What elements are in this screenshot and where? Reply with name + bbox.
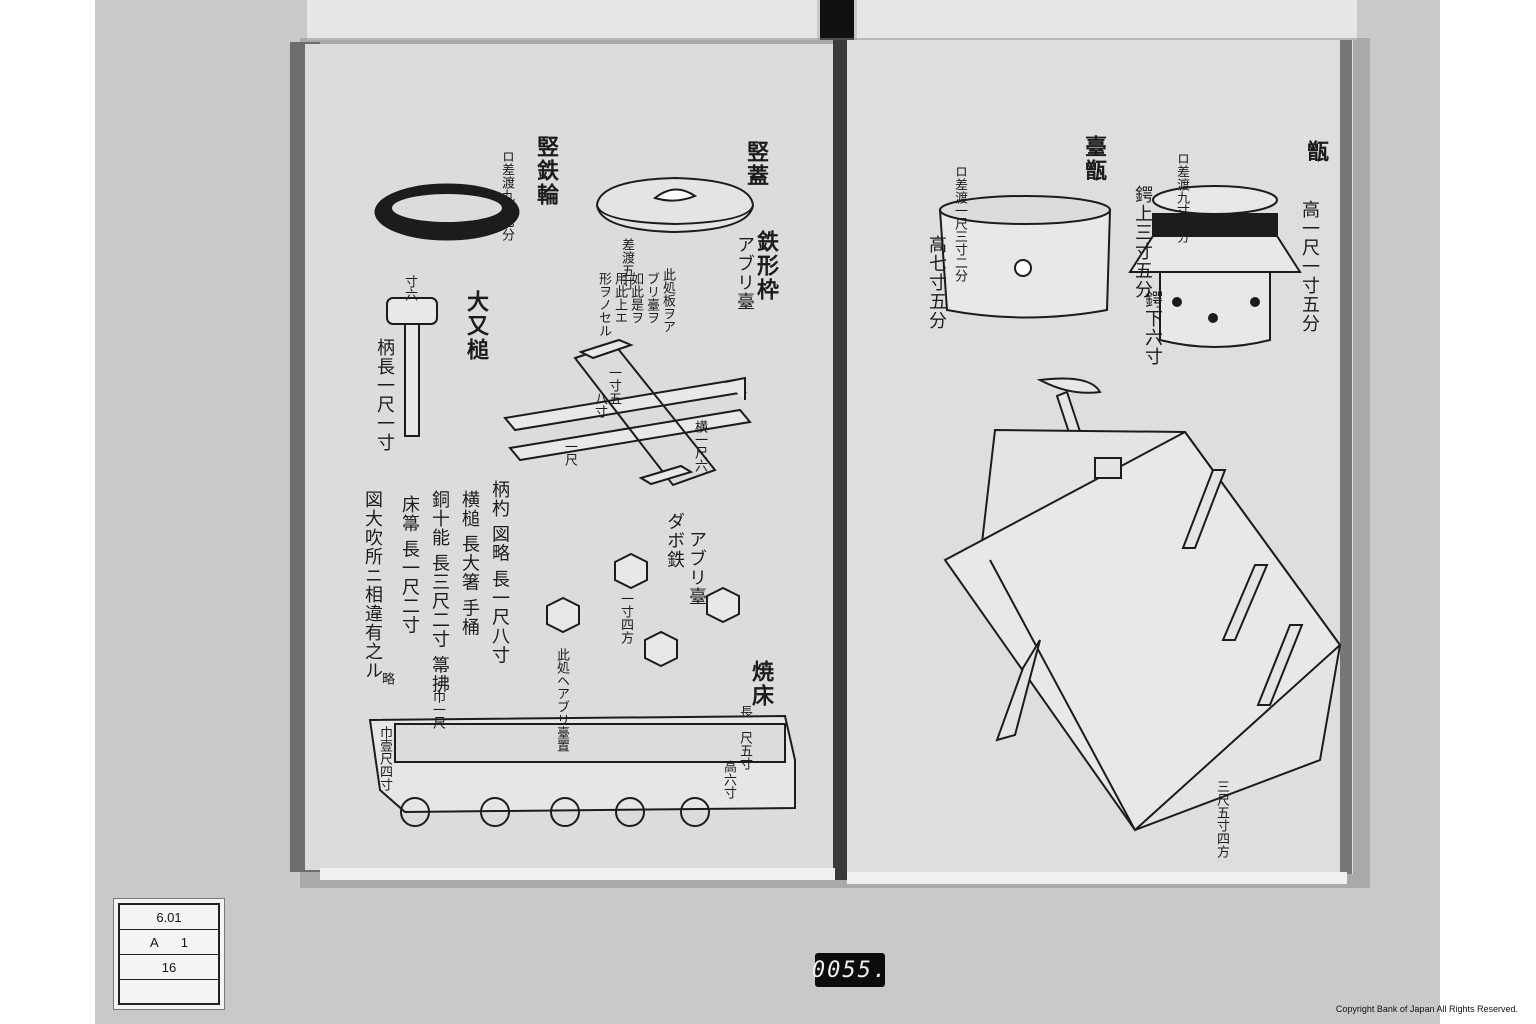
furnace-drawing [943, 377, 1342, 832]
tray-width-dim: 巾一尺 [430, 690, 445, 729]
lid-title: 竪蓋 [743, 140, 769, 188]
frame-note-1: 此処板ヲア [660, 268, 675, 333]
ddabo-cubes-drawing [546, 552, 740, 668]
lid-dimension: 差渡五寸 [619, 238, 634, 290]
crucible-dimension: ロ差渡九寸二分 [1174, 152, 1189, 243]
iron-frame-drawing [503, 338, 752, 487]
cubes-subtitle: ダボ鉄 [664, 512, 685, 569]
copyright-notice: Copyright Bank of Japan All Rights Reser… [1335, 1004, 1518, 1014]
stand-pot-drawing [938, 195, 1112, 319]
ring-dimension: ロ差渡九寸七分 [499, 150, 514, 241]
book-scan [290, 0, 1370, 888]
frame-title: 鉄形枠 [753, 230, 779, 302]
crucible-height: 高一尺一寸五分 [1299, 200, 1320, 333]
mallet-drawing [386, 297, 438, 437]
frame-note-4: 用此上エ [612, 272, 627, 324]
pot-height: 高七寸五分 [926, 235, 947, 330]
catalog-row-1: 6.01 [120, 905, 218, 930]
mallet-top-dim: 寸六 [402, 275, 417, 301]
tray-length-dim: 長一尺五寸 [737, 705, 752, 770]
frame-note-5: 形ヲノセル [596, 272, 611, 337]
ring-title: 竪鉄輪 [533, 135, 559, 207]
cubes-dimension: 一寸四方 [618, 592, 633, 644]
iron-ring-drawing [374, 183, 520, 241]
frame-dim-width: 横一尺六 [692, 420, 707, 472]
furnace-dimension: 三尺五寸四方 [1214, 780, 1229, 858]
frame-dim-length: 一尺 [562, 440, 577, 466]
right-page-edge [1340, 40, 1352, 874]
tool-list-1: 柄杓 図略 長一尺八寸 [489, 480, 510, 665]
crucible-lower: 鍔下六寸 [1142, 290, 1163, 366]
roasting-tray-drawing [368, 714, 796, 827]
tool-list-5: 図大吹所ニ相違有之ル [362, 490, 383, 680]
crucible-upper: 鍔上三寸五分 [1132, 185, 1153, 299]
crucible-drawing [1128, 185, 1302, 348]
tool-list-4: 床箒 長一尺二寸 [399, 495, 420, 635]
mallet-handle-dim: 柄長一尺一寸 [374, 338, 395, 452]
microfilm-background: 竪鉄輪 ロ差渡九寸七分 竪蓋 差渡五寸 大又槌 寸六 柄長一尺一寸 鉄形枠 アブ… [95, 0, 1440, 1024]
tray-height-dim: 高六寸 [721, 760, 736, 799]
tool-list-6: 略 [379, 672, 394, 685]
tool-list-2: 横槌 長大箸 手桶 [459, 490, 480, 637]
mallet-title: 大又槌 [463, 290, 489, 362]
frame-note-2: ブリ臺ヲ [644, 272, 659, 324]
crucible-title: 甑 [1303, 140, 1329, 164]
catalog-row-3: 16 [120, 955, 218, 980]
frame-dim-inner: 八寸 [592, 392, 607, 418]
frame-number-label: 0055. [812, 953, 886, 987]
tray-side-dim: 巾壹尺四寸 [377, 726, 392, 791]
cubes-title: アブリ臺 [686, 530, 707, 606]
catalog-row-empty [120, 980, 218, 1003]
tray-title: 焼床 [748, 660, 774, 708]
frame-note-3: 如此是ヲ [628, 272, 643, 324]
tool-list-3: 銅十能 長三尺二寸 箒拂 [429, 490, 450, 694]
tray-note: 此処ヘアブリ臺置 [554, 648, 569, 752]
gutter [833, 40, 847, 880]
lid-drawing [595, 176, 755, 234]
pot-title: 臺甑 [1081, 135, 1107, 183]
frame-subtitle: アブリ臺 [734, 235, 755, 311]
frame-dim-bar: 一寸五 [606, 366, 621, 405]
pot-dimension: ロ差渡一尺三寸二分 [952, 165, 967, 282]
ribbon-bookmark [820, 0, 854, 40]
